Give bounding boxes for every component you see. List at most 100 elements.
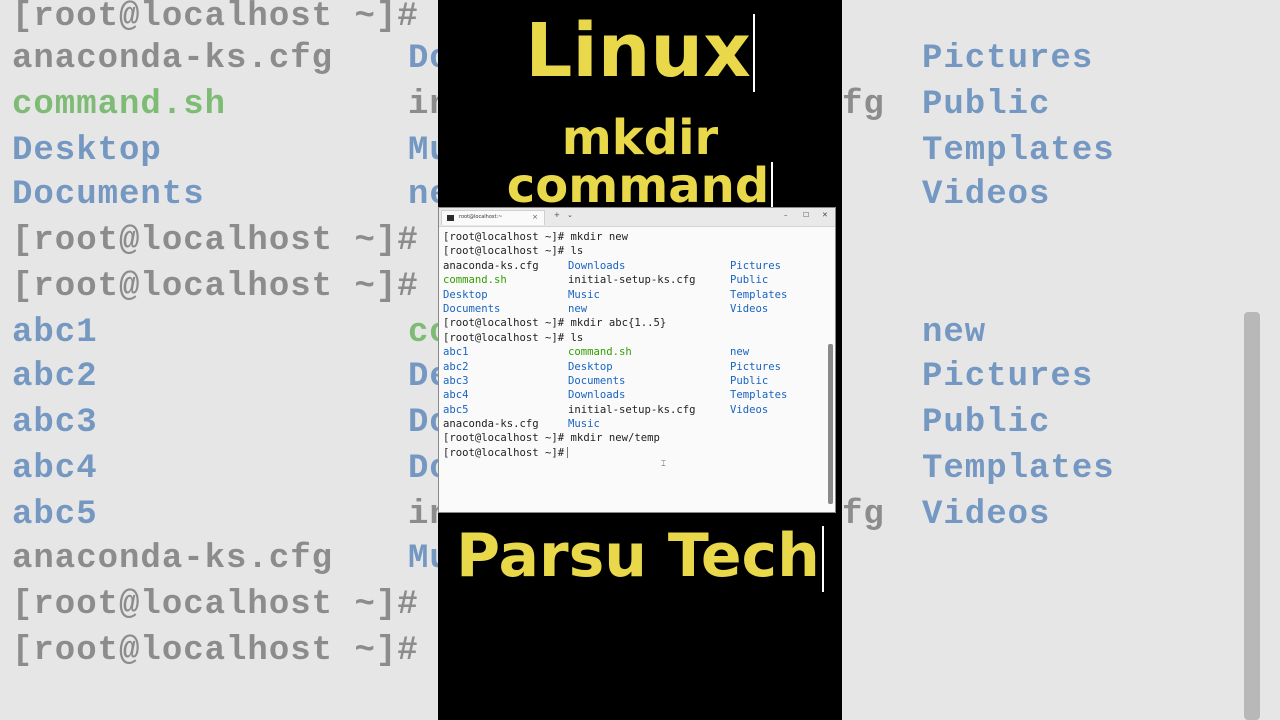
terminal-line: [root@localhost ~]# ls [443, 331, 827, 345]
command-line-text: [root@localhost ~]# mkdir new/temp [443, 432, 660, 445]
mouse-pointer-icon: ⌶ [661, 459, 666, 468]
terminal-tab[interactable]: root@localhost:~ × [441, 210, 545, 225]
file-entry: Videos [730, 403, 769, 416]
command-line-text: [root@localhost ~]# ls [443, 331, 584, 344]
background-text: [root@localhost ~]# [12, 0, 419, 36]
background-text: Pictures [922, 358, 1094, 396]
terminal-line: abc4 Downloads Templates [443, 388, 827, 402]
background-text: abc4 [12, 450, 98, 488]
terminal-line: abc2 Desktop Pictures [443, 360, 827, 374]
terminal-line: [root@localhost ~]# mkdir abc{1..5} [443, 316, 827, 330]
background-text: fg [842, 496, 885, 534]
background-scrollbar [1244, 312, 1260, 720]
file-entry: Templates [730, 288, 788, 301]
file-entry: Documents [443, 302, 501, 315]
terminal-line: [root@localhost ~]# mkdir new [443, 230, 827, 244]
background-text: Pictures [922, 40, 1094, 78]
file-entry: initial-setup-ks.cfg [568, 274, 696, 287]
terminal-line: abc5 initial-setup-ks.cfg Videos [443, 403, 827, 417]
new-tab-button[interactable]: + [554, 211, 560, 219]
background-text: Templates [922, 132, 1115, 170]
file-entry: Videos [730, 302, 769, 315]
maximize-button[interactable]: ☐ [803, 211, 810, 219]
title-mkdir-command: mkdir command [438, 114, 842, 216]
background-text: abc3 [12, 404, 98, 442]
background-text: Documents [12, 176, 205, 214]
close-button[interactable]: ✕ [822, 211, 828, 219]
background-text: Public [922, 404, 1051, 442]
file-entry: Downloads [568, 259, 626, 272]
file-entry: Desktop [568, 360, 613, 373]
terminal-line: Documents new Videos [443, 302, 827, 316]
command-line-text: [root@localhost ~]# ls [443, 245, 584, 258]
tab-dropdown-icon[interactable]: ⌄ [567, 211, 573, 219]
terminal-line: [root@localhost ~]# ls [443, 244, 827, 258]
background-text: [root@localhost ~]# [12, 632, 419, 670]
file-entry: command.sh [568, 346, 632, 359]
background-text: fg [842, 86, 885, 124]
text-caret [771, 162, 774, 216]
terminal-scrollbar[interactable] [828, 344, 833, 504]
file-entry: initial-setup-ks.cfg [568, 403, 696, 416]
background-text: abc5 [12, 496, 98, 534]
file-entry: anaconda-ks.cfg [443, 259, 539, 272]
tab-close-icon[interactable]: × [532, 213, 538, 221]
title-linux: Linux [438, 14, 842, 92]
terminal-line: anaconda-ks.cfg Music [443, 417, 827, 431]
file-entry: Public [730, 374, 769, 387]
file-entry: new [730, 346, 750, 359]
file-entry: Desktop [443, 288, 488, 301]
terminal-line: command.sh initial-setup-ks.cfg Public [443, 273, 827, 287]
command-line-text: [root@localhost ~]# [443, 446, 569, 460]
terminal-cursor [567, 447, 569, 459]
file-entry: Music [568, 288, 600, 301]
title-mkdir-text: mkdir command [506, 110, 770, 214]
terminal-line: [root@localhost ~]# mkdir new/temp [443, 431, 827, 445]
terminal-output[interactable]: [root@localhost ~]# mkdir new [root@local… [443, 230, 827, 460]
file-entry: abc2 [443, 360, 469, 373]
command-line-text: [root@localhost ~]# mkdir abc{1..5} [443, 317, 667, 330]
background-text: anaconda-ks.cfg [12, 40, 334, 78]
file-entry: Public [730, 274, 769, 287]
file-entry: Downloads [568, 389, 626, 402]
background-text: Public [922, 86, 1051, 124]
terminal-line: [root@localhost ~]# [443, 446, 827, 460]
background-text: abc2 [12, 358, 98, 396]
file-entry: new [568, 302, 588, 315]
file-entry: abc4 [443, 389, 469, 402]
terminal-line: Desktop Music Templates [443, 288, 827, 302]
file-entry: Pictures [730, 259, 782, 272]
file-entry: abc1 [443, 346, 469, 359]
terminal-line: abc3 Documents Public [443, 374, 827, 388]
background-text: Videos [922, 176, 1051, 214]
title-channel-name: Parsu Tech [438, 526, 842, 592]
background-text: Desktop [12, 132, 162, 170]
background-text: anaconda-ks.cfg [12, 540, 334, 578]
background-text: command.sh [12, 86, 227, 124]
text-caret [821, 526, 824, 592]
terminal-icon [447, 215, 454, 221]
file-entry: command.sh [443, 274, 507, 287]
file-entry: Templates [730, 389, 788, 402]
window-titlebar[interactable]: root@localhost:~ × + ⌄ – ☐ ✕ [439, 208, 835, 227]
file-entry: Pictures [730, 360, 782, 373]
file-entry: abc3 [443, 374, 469, 387]
command-line-text: [root@localhost ~]# mkdir new [443, 231, 628, 243]
text-caret [752, 14, 755, 92]
file-entry: anaconda-ks.cfg [443, 418, 539, 431]
file-entry: Documents [568, 374, 626, 387]
background-text: abc1 [12, 314, 98, 352]
background-text: [root@localhost ~]# [12, 222, 419, 260]
channel-name-text: Parsu Tech [456, 521, 820, 591]
terminal-line: anaconda-ks.cfg Downloads Pictures [443, 259, 827, 273]
terminal-window[interactable]: root@localhost:~ × + ⌄ – ☐ ✕ [root@local… [438, 207, 836, 513]
title-linux-text: Linux [525, 8, 751, 94]
background-text: [root@localhost ~]# [12, 268, 419, 306]
file-entry: Music [568, 418, 600, 431]
file-entry: abc5 [443, 403, 469, 416]
minimize-button[interactable]: – [784, 211, 788, 219]
background-text: Videos [922, 496, 1051, 534]
background-text: new [922, 314, 987, 352]
background-text: Templates [922, 450, 1115, 488]
tab-label: root@localhost:~ [459, 214, 503, 220]
